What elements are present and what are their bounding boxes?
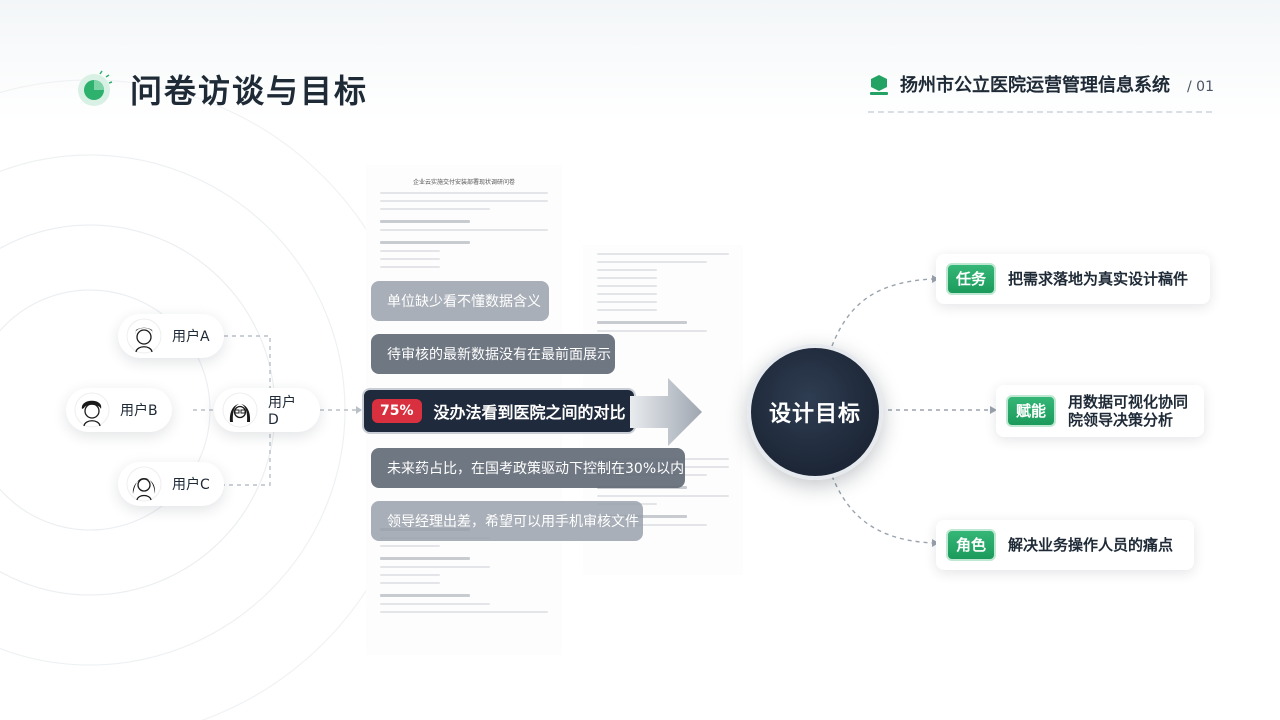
goal-card-role: 角色 解决业务操作人员的痛点	[936, 520, 1194, 570]
pain-point-1-text: 单位缺少看不懂数据含义	[387, 294, 541, 310]
user-c-label: 用户C	[172, 477, 210, 493]
pain-point-3-text: 没办法看到医院之间的对比	[433, 403, 626, 422]
user-card-d: 用户D	[214, 388, 320, 432]
user-d-label: 用户D	[268, 395, 296, 428]
user-card-b: 用户B	[66, 388, 172, 432]
goal-tag-empower: 赋能	[1006, 395, 1057, 427]
goal-card-task: 任务 把需求落地为真实设计稿件	[936, 254, 1210, 304]
user-card-c: 用户C	[118, 462, 224, 506]
user-a-label: 用户A	[172, 329, 210, 345]
page-title: 问卷访谈与目标	[130, 72, 369, 110]
goal-tag-task: 任务	[946, 263, 997, 295]
header-divider	[868, 111, 1212, 113]
user-card-a: 用户A	[118, 314, 224, 358]
goal-tag-role: 角色	[946, 529, 997, 561]
title-logo-icon	[78, 70, 113, 106]
system-name: 扬州市公立医院运营管理信息系统	[900, 75, 1170, 96]
user-b-avatar-icon	[74, 392, 110, 428]
user-b-label: 用户B	[120, 403, 158, 419]
user-a-avatar-icon	[126, 318, 162, 354]
goal-text-empower: 用数据可视化协同院领导决策分析	[1068, 393, 1189, 429]
pain-point-2-text: 待审核的最新数据没有在最前面展示	[387, 347, 611, 363]
pain-point-5: 领导经理出差，希望可以用手机审核文件	[371, 501, 643, 541]
pain-point-5-text: 领导经理出差，希望可以用手机审核文件	[387, 514, 639, 530]
pain-point-4: 未来药占比，在国考政策驱动下控制在30%以内	[371, 448, 685, 488]
design-goal-circle: 设计目标	[747, 344, 883, 480]
pain-point-highlight: 75% 没办法看到医院之间的对比	[362, 388, 636, 434]
questionnaire-title: 企业云实施交付安装部署现状调研问卷	[412, 179, 515, 186]
arrow-right-icon	[630, 378, 702, 446]
pain-point-2: 待审核的最新数据没有在最前面展示	[371, 334, 615, 374]
pain-point-percent-badge: 75%	[372, 399, 422, 423]
brand-icon	[870, 75, 888, 95]
page-number: / 01	[1187, 79, 1214, 95]
user-c-avatar-icon	[126, 466, 162, 502]
pain-point-1: 单位缺少看不懂数据含义	[371, 281, 549, 321]
goal-card-empower: 赋能 用数据可视化协同院领导决策分析	[996, 385, 1204, 437]
pain-point-4-text: 未来药占比，在国考政策驱动下控制在30%以内	[387, 461, 685, 477]
design-goal-title: 设计目标	[768, 402, 861, 427]
user-d-avatar-icon	[222, 392, 258, 428]
goal-text-role: 解决业务操作人员的痛点	[1008, 536, 1174, 554]
goal-text-task: 把需求落地为真实设计稿件	[1008, 270, 1189, 288]
